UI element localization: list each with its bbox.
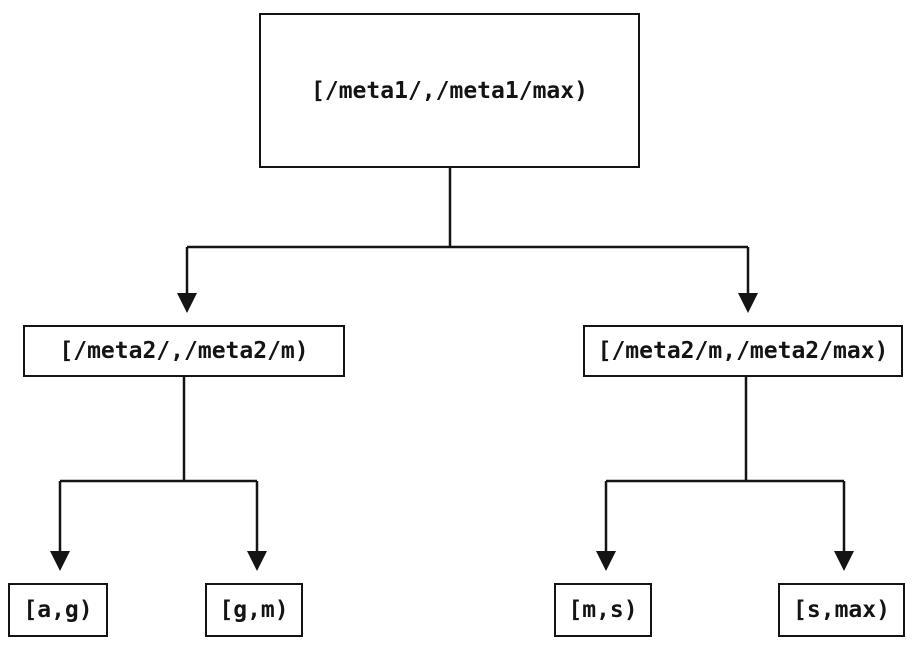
leaf-node-m-s: [m,s) [554,583,652,637]
arrowhead-down-icon [834,551,854,571]
leaf-node-s-max: [s,max) [778,583,905,637]
arrowhead-down-icon [247,551,267,571]
arrowhead-down-icon [738,293,758,313]
leaf-node-g-m: [g,m) [205,583,303,637]
edge-left-to-leaves [50,377,267,571]
leaf-node-a-g: [a,g) [8,583,108,637]
arrowhead-down-icon [50,551,70,571]
edge-right-to-leaves [596,377,854,571]
node-root-interval: [/meta1/,/meta1/max) [259,13,640,168]
arrowhead-down-icon [177,293,197,313]
arrowhead-down-icon [596,551,616,571]
node-left-child-interval: [/meta2/,/meta2/m) [23,325,345,377]
node-right-child-interval: [/meta2/m,/meta2/max) [583,325,903,377]
edge-root-to-children [177,168,758,313]
